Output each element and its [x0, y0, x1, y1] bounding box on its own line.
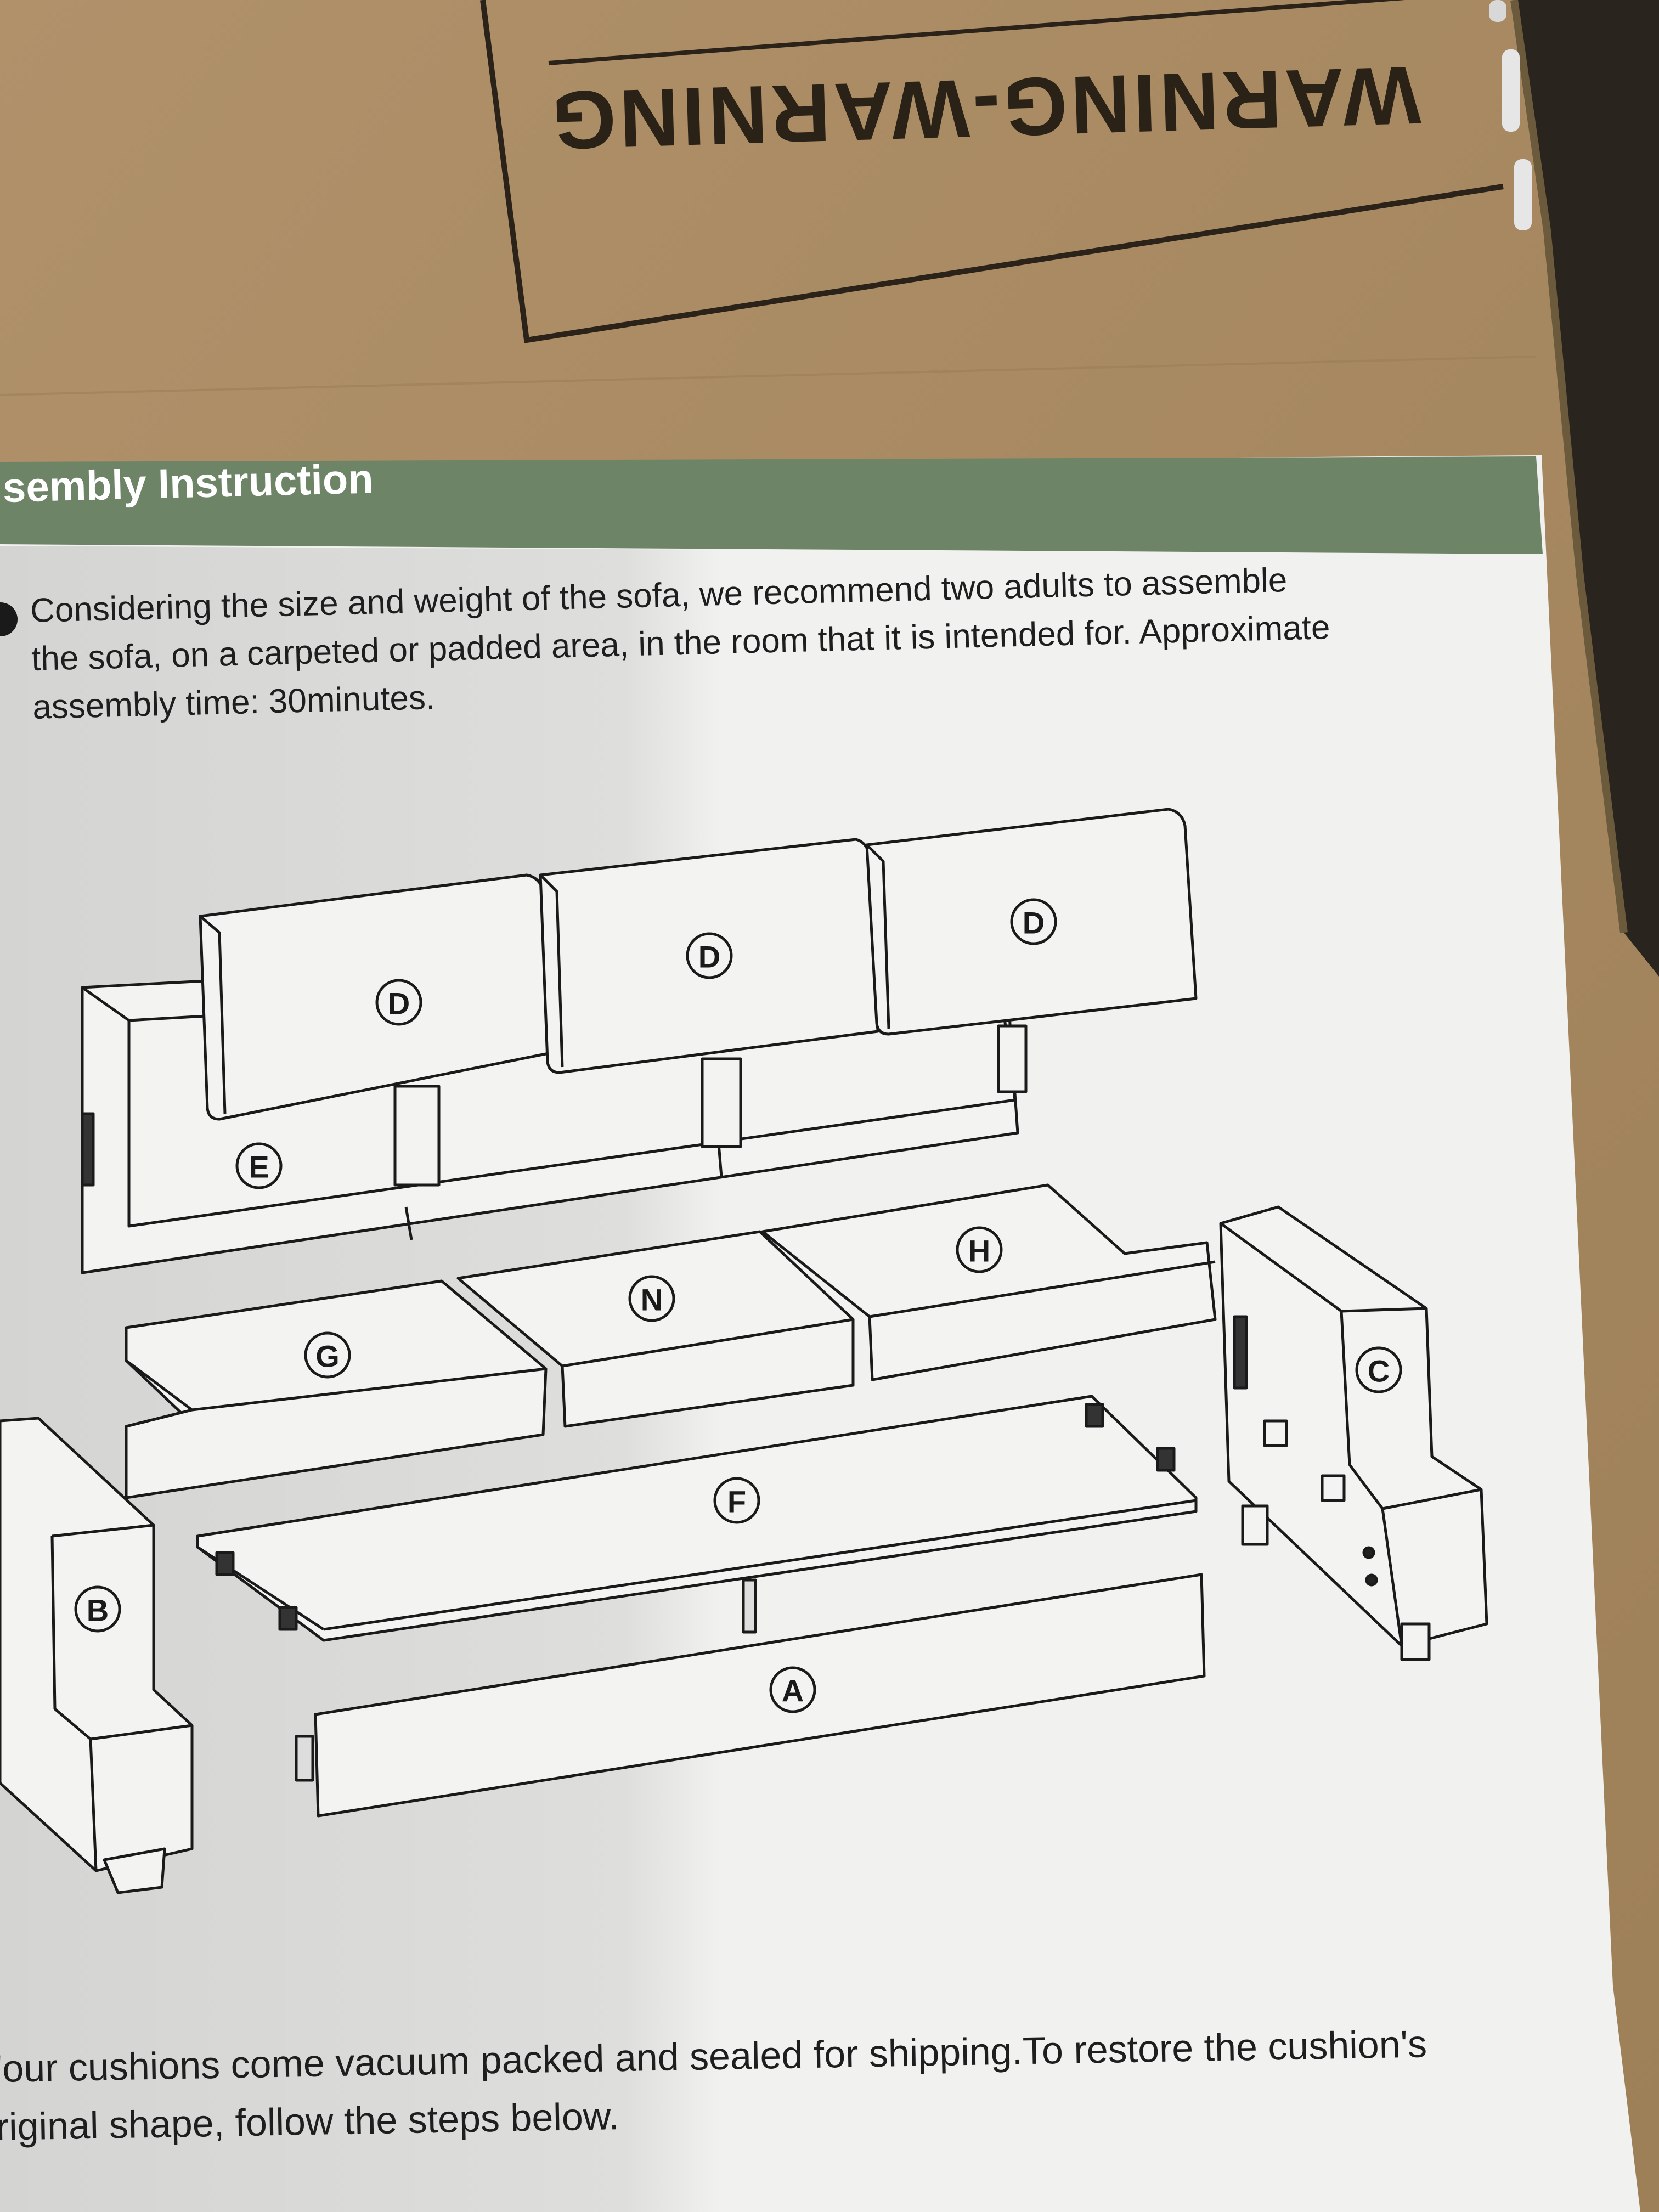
- phone-button: [1514, 159, 1532, 230]
- part-label-h: H: [968, 1234, 990, 1268]
- label-circle-f: [713, 1477, 760, 1524]
- label-circle-b: [74, 1585, 121, 1633]
- label-circle-e: [235, 1142, 283, 1189]
- phone-button: [1489, 0, 1506, 22]
- header-title: sembly Instruction: [2, 455, 374, 511]
- part-label-d3: D: [1023, 906, 1045, 940]
- part-label-b: B: [87, 1593, 109, 1628]
- sofa-diagram: [0, 808, 1488, 1894]
- part-label-d2: D: [698, 940, 720, 974]
- box-print-rule: [548, 0, 1406, 65]
- phone-rim: [1510, 0, 1628, 933]
- header-band: [0, 456, 1543, 554]
- label-circle-d1: [375, 979, 422, 1026]
- label-circle-c: [1355, 1346, 1402, 1393]
- part-label-f: F: [727, 1485, 746, 1519]
- part-label-g: G: [315, 1339, 340, 1374]
- label-circle-d3: [1010, 898, 1057, 945]
- part-label-n: N: [641, 1283, 663, 1317]
- part-label-c: C: [1368, 1354, 1390, 1389]
- part-g-seat-left: [125, 1279, 548, 1499]
- label-circle-a: [769, 1666, 816, 1713]
- label-circle-n: [628, 1275, 675, 1322]
- part-label-e: E: [249, 1150, 269, 1184]
- box-print-frame: [480, 0, 1504, 343]
- part-a-front-rail: [314, 1573, 1206, 1818]
- part-label-a: A: [782, 1674, 804, 1708]
- label-circle-d2: [686, 932, 733, 979]
- phone-button: [1502, 49, 1520, 132]
- label-circle-g: [304, 1331, 351, 1379]
- label-circle-h: [956, 1226, 1003, 1273]
- part-label-d1: D: [388, 986, 410, 1021]
- part-h-seat-right: [761, 1183, 1217, 1381]
- part-labels: [74, 898, 1402, 1713]
- cardboard-crease: [0, 356, 1537, 396]
